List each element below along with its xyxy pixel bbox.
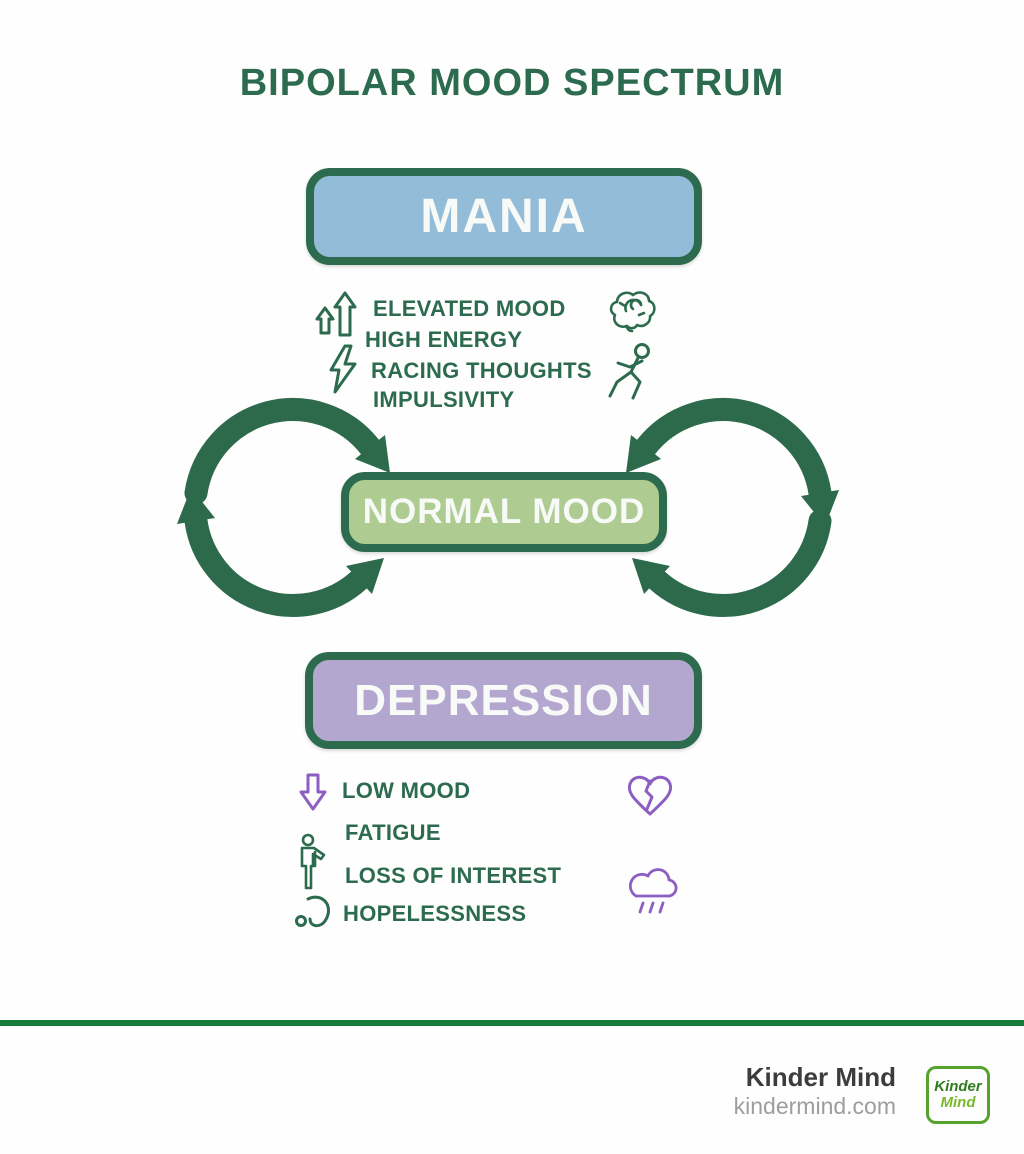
- mania-symptom-high-energy: HIGH ENERGY: [365, 327, 523, 352]
- slump-icon: [292, 892, 336, 930]
- logo-text-bottom: Mind: [940, 1094, 976, 1111]
- depression-label: DEPRESSION: [354, 675, 653, 725]
- right-cycle-arrows: [626, 398, 839, 617]
- kinder-mind-logo: Kinder Mind: [926, 1066, 990, 1124]
- mania-symptom-impulsivity: IMPULSIVITY: [373, 387, 515, 412]
- logo-text-top: Kinder: [934, 1078, 982, 1096]
- mania-box: MANIA: [306, 168, 702, 265]
- normal-mood-box: NORMAL MOOD: [341, 472, 667, 552]
- down-arrow-icon: [298, 773, 328, 813]
- brand-name: Kinder Mind: [745, 1062, 896, 1092]
- up-arrows-icon: [314, 291, 360, 337]
- mania-symptom-elevated-mood: ELEVATED MOOD: [373, 296, 566, 321]
- rain-cloud-icon: [626, 862, 678, 918]
- brain-icon: [606, 283, 658, 333]
- depression-symptom-fatigue: FATIGUE: [345, 820, 441, 845]
- runner-icon: [602, 342, 660, 404]
- broken-heart-icon: [624, 772, 676, 822]
- footer-divider: [0, 1020, 1024, 1026]
- left-cycle-arrows: [177, 398, 390, 617]
- lightning-icon: [327, 344, 359, 394]
- mania-symptom-racing-thoughts: RACING THOUGHTS: [371, 358, 592, 383]
- footer-branding: Kinder Mind kindermind.com: [733, 1062, 896, 1120]
- depression-box: DEPRESSION: [305, 652, 702, 749]
- depression-symptom-low-mood: LOW MOOD: [342, 778, 471, 803]
- brand-website: kindermind.com: [733, 1092, 896, 1119]
- page-title: BIPOLAR MOOD SPECTRUM: [239, 62, 785, 104]
- mania-label: MANIA: [420, 190, 588, 243]
- depression-symptom-hopelessness: HOPELESSNESS: [343, 901, 527, 926]
- normal-mood-label: NORMAL MOOD: [362, 492, 646, 531]
- depression-symptom-loss-of-interest: LOSS OF INTEREST: [345, 863, 562, 888]
- person-icon: [296, 833, 338, 891]
